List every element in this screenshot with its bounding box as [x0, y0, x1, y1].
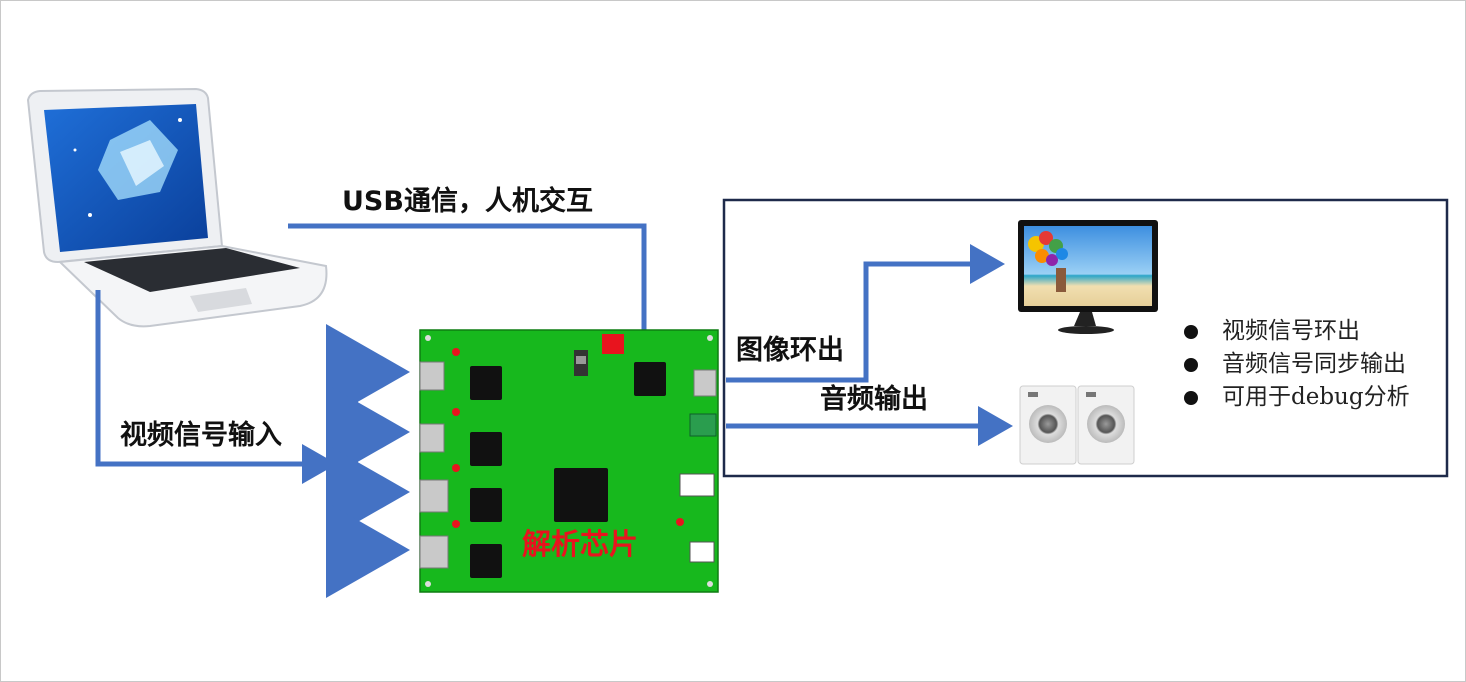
pcb-board: [419, 329, 719, 593]
port-2: [419, 423, 445, 453]
laptop-icon: [26, 87, 328, 328]
audio-out-label: 音频输出: [820, 384, 928, 415]
feature-text: 音频信号同步输出: [1222, 351, 1406, 377]
video-input-arrow: [95, 290, 337, 484]
bullet-icon: [1184, 390, 1198, 405]
main-chip: [554, 468, 608, 522]
video-input-label: 视频信号输入: [120, 420, 282, 451]
speakers-icon: [1019, 385, 1135, 465]
feature-text: 视频信号环出: [1222, 318, 1360, 344]
feature-item: 视频信号环出: [1184, 320, 1360, 343]
port-branch-arrows: [326, 324, 410, 598]
port-4: [419, 535, 449, 569]
usb-port: [679, 473, 715, 497]
image-out-arrow: [726, 244, 1005, 383]
port-3: [419, 479, 449, 513]
bullet-icon: [1184, 357, 1198, 372]
image-out-label: 图像环出: [736, 335, 844, 366]
output-box: [722, 198, 1449, 478]
feature-text: 可用于debug分析: [1222, 384, 1410, 410]
monitor-icon: [1018, 220, 1158, 334]
port-1: [419, 361, 445, 391]
chip-label: 解析芯片: [522, 527, 639, 561]
usb-label: USB通信，人机交互: [342, 186, 593, 217]
feature-item: 音频信号同步输出: [1184, 353, 1406, 376]
feature-item: 可用于debug分析: [1184, 386, 1410, 409]
bullet-icon: [1184, 324, 1198, 339]
